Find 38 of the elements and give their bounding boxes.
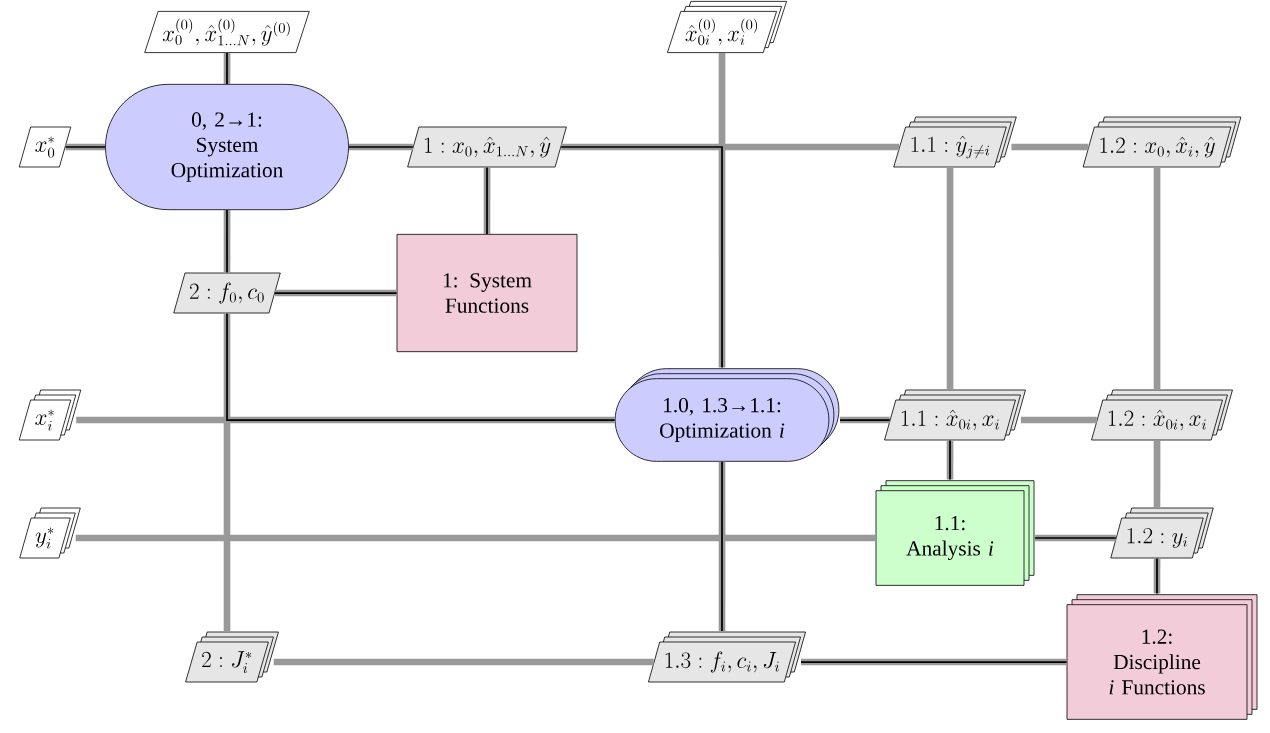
process-line [486, 166, 488, 235]
process-line [226, 312, 616, 421]
data-parallelogram: $1.3 : f_i, c_i, J_i$ [648, 631, 806, 683]
data-line [1011, 143, 1089, 151]
input-parallelogram: $x_0^{(0)}, \hat{x}_{1\ldots N}^{(0)}, \hat{y}^{(0)}$ [144, 11, 310, 53]
input-parallelogram: $x_0^*$ [18, 126, 72, 168]
data-line [75, 534, 876, 542]
data-parallelogram: $1.2 : \hat{x}_{0i}, x_i$ [1091, 389, 1233, 441]
process-line [721, 460, 723, 632]
process-line [839, 419, 891, 421]
process-line [800, 661, 1068, 663]
data-parallelogram: $1.2 : y_i$ [1110, 507, 1214, 559]
optimizer-rounded-box: 1.0, 1.3→1.1: Optimization i [614, 368, 840, 462]
data-line [1153, 558, 1161, 594]
process-line [560, 146, 723, 369]
process-line [226, 52, 228, 85]
process-line [1156, 557, 1158, 595]
process-line [274, 292, 398, 294]
process-line [348, 146, 414, 148]
input-parallelogram: $y_i^*$ [19, 507, 81, 559]
data-line [65, 143, 106, 151]
optimizer-rounded-box: 0, 2→1: System Optimization [105, 83, 349, 211]
data-parallelogram: $1.2 : x_0, \hat{x}_i, \hat{y}$ [1082, 116, 1242, 168]
input-parallelogram: $\hat{x}_{0i}^{(0)}, x_i^{(0)}$ [667, 1, 787, 53]
process-line [1034, 537, 1117, 539]
process-line [226, 209, 228, 274]
function-box: 1: System Functions [396, 233, 578, 353]
data-parallelogram: $1 : x_0, \hat{x}_{1\ldots N}, \hat{y}$ [407, 126, 567, 168]
input-parallelogram: $x_i^*$ [18, 389, 82, 441]
analysis-box: 1.1: Analysis i [875, 480, 1035, 586]
data-parallelogram: $1.1 : \hat{y}_{j\neq i}$ [893, 116, 1017, 168]
process-line [64, 146, 106, 148]
data-line [946, 440, 954, 480]
function-box: 1.2: Discipline i Functions [1066, 594, 1258, 720]
data-parallelogram: $2 : f_0, c_0$ [173, 272, 281, 314]
data-parallelogram: $2 : J_i^*$ [185, 631, 279, 683]
process-line [949, 439, 951, 481]
data-parallelogram: $1.1 : \hat{x}_{0i}, x_i$ [884, 389, 1026, 441]
